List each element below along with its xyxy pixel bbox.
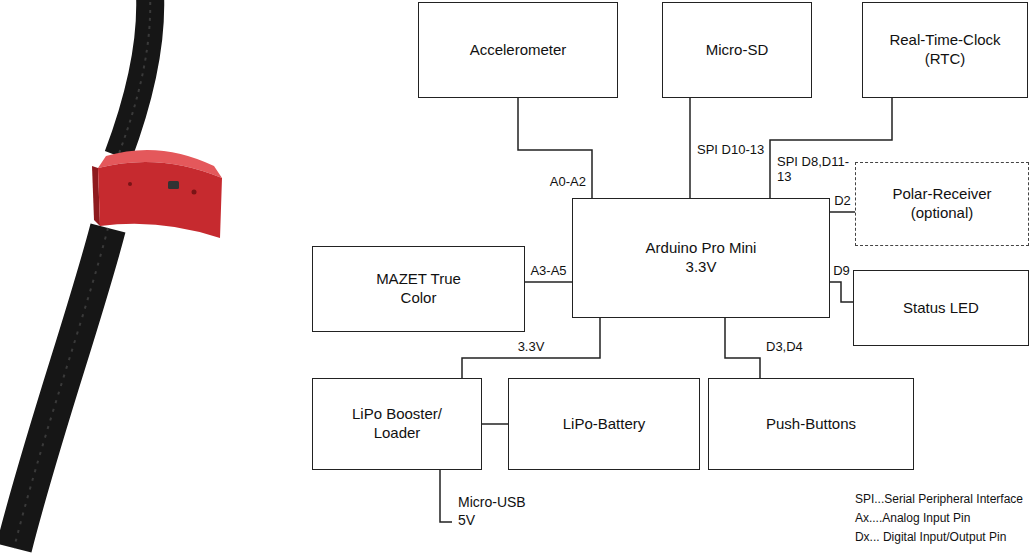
pin-label: 3.3V	[517, 340, 546, 355]
pin-label: D2	[833, 194, 852, 209]
housing-hole	[192, 190, 197, 195]
usb-wire	[440, 470, 452, 522]
strap-texture	[14, 228, 108, 548]
component-box: Status LED	[853, 270, 1029, 346]
component-box: Micro-SD	[662, 2, 812, 98]
connection-line	[482, 423, 508, 425]
usb-port	[168, 181, 179, 189]
optional-box: Polar-Receiver (optional)	[855, 162, 1029, 246]
connection-line	[830, 282, 853, 302]
component-box: Real-Time-Clock (RTC)	[862, 2, 1028, 98]
component-box: Accelerometer	[418, 2, 618, 98]
box-label: Accelerometer	[470, 41, 567, 60]
component-box: Push-Buttons	[708, 378, 914, 470]
box-label: LiPo-Battery	[563, 415, 646, 434]
pin-label: A3-A5	[529, 264, 567, 279]
component-box: LiPo-Battery	[508, 378, 700, 470]
box-label: Arduino Pro Mini 3.3V	[631, 239, 771, 277]
box-label: LiPo Booster/ Loader	[341, 405, 453, 443]
pin-label: A0-A2	[549, 175, 587, 190]
connection-line	[689, 98, 691, 198]
component-box: MAZET True Color	[312, 246, 525, 332]
velcro-strap	[14, 228, 108, 548]
connector-note: Micro-USB 5V	[458, 494, 538, 529]
housing-hole	[128, 182, 132, 186]
pin-label: SPI D8,D11-13	[776, 155, 850, 185]
pin-label: D9	[832, 264, 851, 279]
connection-line	[525, 281, 572, 283]
abbreviation-key: SPI...Serial Peripheral Interface	[855, 492, 1023, 506]
box-label: Real-Time-Clock (RTC)	[878, 31, 1013, 69]
box-label: Micro-SD	[706, 41, 769, 60]
housing-front	[98, 162, 222, 238]
component-box: LiPo Booster/ Loader	[312, 378, 482, 470]
connection-line	[830, 211, 855, 213]
abbreviation-key: Dx... Digital Input/Output Pin	[855, 530, 1006, 544]
box-label: Polar-Receiver (optional)	[875, 185, 1010, 223]
connection-line	[725, 318, 760, 378]
pin-label: SPI D10-13	[696, 143, 765, 158]
abbreviation-key: Ax....Analog Input Pin	[855, 511, 970, 525]
connection-line	[518, 98, 592, 198]
box-label: Status LED	[903, 299, 979, 318]
pin-label: D3,D4	[765, 340, 804, 355]
velcro-strap	[118, 0, 150, 156]
box-label: MAZET True Color	[369, 270, 469, 308]
strap-texture	[118, 0, 150, 156]
device-illustration	[0, 0, 300, 556]
box-label: Push-Buttons	[766, 415, 856, 434]
component-box: Arduino Pro Mini 3.3V	[572, 198, 830, 318]
